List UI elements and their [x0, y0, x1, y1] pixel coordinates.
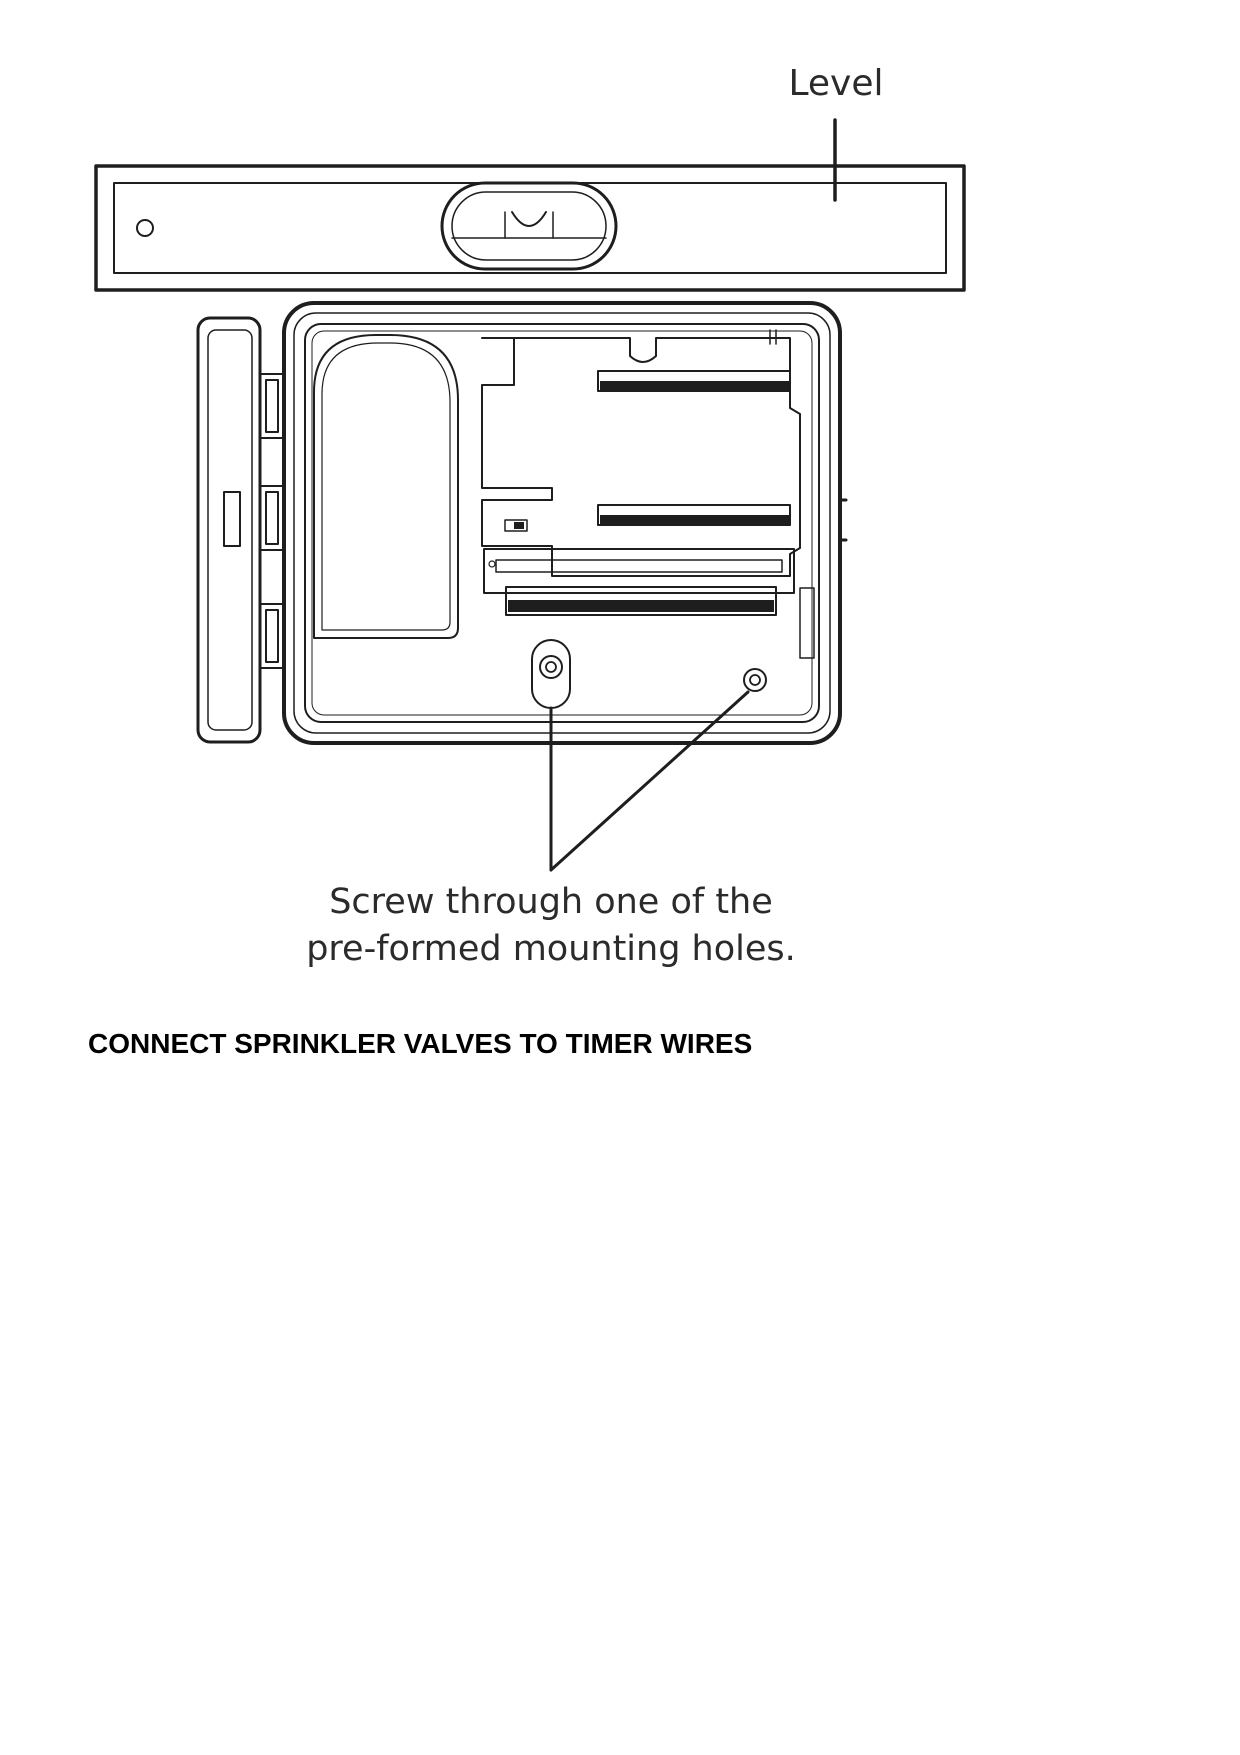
timer-door — [196, 316, 262, 744]
mounting-diagram: Level Screw through one of the pre-forme… — [94, 63, 966, 969]
mounting-hole-left — [531, 639, 571, 709]
level-hang-hole — [136, 219, 154, 237]
level-label: Level — [788, 63, 883, 104]
bubble-vial — [440, 181, 618, 271]
timer-housing — [282, 301, 848, 745]
mounting-hole-right — [743, 668, 767, 692]
caption-pointer-lines — [549, 690, 750, 872]
bottom-connector — [483, 548, 795, 594]
door-hinges — [259, 373, 285, 669]
caption-line-2: pre-formed mounting holes. — [306, 929, 796, 969]
caption-line-1: Screw through one of the — [329, 882, 773, 922]
spirit-level — [94, 164, 966, 292]
small-switch — [504, 519, 528, 532]
section-heading: CONNECT SPRINKLER VALVES TO TIMER WIRES — [88, 1028, 753, 1059]
